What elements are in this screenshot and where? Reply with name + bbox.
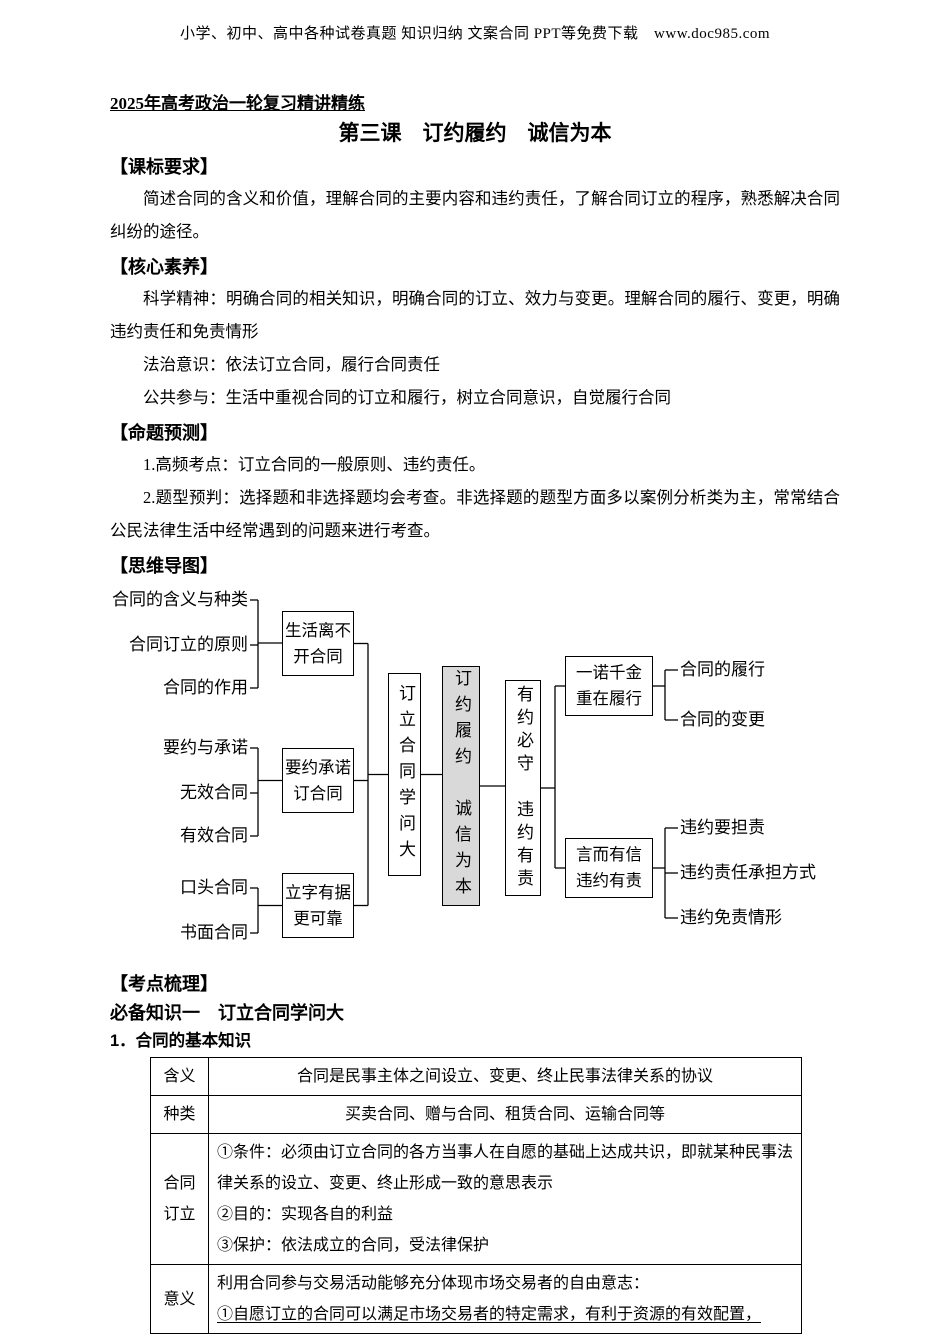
table-cell-label: 含义 [150, 1057, 209, 1096]
mindmap-vbox-lesson-theme: 订约履约 诚信为本 [442, 666, 480, 906]
prediction-para-2: 2.题型预判：选择题和非选择题均会考查。非选择题的题型方面多以案例分析类为主，常… [110, 488, 840, 540]
table-row-meaning: 含义 合同是民事主体之间设立、变更、终止民事法律关系的协议 [150, 1057, 802, 1096]
heading-mindmap: 【思维导图】 [110, 556, 218, 576]
mindmap-bottom-item-2: 违约免责情形 [680, 908, 782, 927]
page-content: 2025年高考政治一轮复习精讲精练 第三课 订约履约 诚信为本 【课标要求】 简… [110, 89, 840, 1334]
mindmap-group1-item-1: 合同订立的原则 [129, 635, 248, 654]
mindmap-group1-item-2: 合同的作用 [163, 678, 248, 697]
significance-line-1: 利用合同参与交易活动能够充分体现市场交易者的自由意志： [217, 1275, 650, 1292]
significance-line-2: ①自愿订立的合同可以满足市场交易者的特定需求，有利于资源的有效配置， [217, 1306, 762, 1323]
mindmap-group3-item-1: 书面合同 [180, 923, 248, 942]
knowledge-table: 含义 合同是民事主体之间设立、变更、终止民事法律关系的协议 种类 买卖合同、赠与… [150, 1057, 802, 1334]
core-literacy-para-2: 法治意识：依法订立合同，履行合同责任 [143, 355, 440, 374]
table-cell-content: 利用合同参与交易活动能够充分体现市场交易者的自由意志： ①自愿订立的合同可以满足… [208, 1264, 802, 1334]
table-cell-label: 合同 订立 [150, 1133, 209, 1265]
core-literacy-para-3: 公共参与：生活中重视合同的订立和履行，树立合同意识，自觉履行合同 [143, 388, 671, 407]
heading-core-literacy: 【核心素养】 [110, 257, 218, 277]
mindmap-box-written-evidence: 立字有据 更可靠 [282, 873, 354, 938]
mindmap-box-breach: 言而有信 违约有责 [565, 838, 653, 898]
table-row-significance: 意义 利用合同参与交易活动能够充分体现市场交易者的自由意志： ①自愿订立的合同可… [150, 1264, 802, 1334]
table-cell-label: 种类 [150, 1095, 209, 1134]
mindmap-box-life-needs-contract: 生活离不 开合同 [282, 611, 354, 676]
mindmap-top-item-1: 合同的变更 [680, 710, 765, 729]
mindmap-bottom-item-0: 违约要担责 [680, 818, 765, 837]
mindmap-group2-item-1: 无效合同 [180, 783, 248, 802]
mindmap-bottom-item-1: 违约责任承担方式 [680, 863, 816, 882]
mindmap-group2-item-0: 要约与承诺 [163, 738, 248, 757]
table-row-types: 种类 买卖合同、赠与合同、租赁合同、运输合同等 [150, 1095, 802, 1134]
mindmap-box-offer-acceptance: 要约承诺 订合同 [282, 748, 354, 813]
curriculum-paragraph: 简述合同的含义和价值，理解合同的主要内容和违约责任，了解合同订立的程序，熟悉解决… [110, 189, 840, 241]
heading-review-points: 【考点梳理】 [110, 974, 218, 994]
heading-curriculum: 【课标要求】 [110, 157, 218, 177]
table-row-formation: 合同 订立 ①条件：必须由订立合同的各方当事人在自愿的基础上达成共识，即就某种民… [150, 1133, 802, 1265]
site-banner: 小学、初中、高中各种试卷真题 知识归纳 文案合同 PPT等免费下载 www.do… [179, 26, 771, 42]
heading-point-1: 1．合同的基本知识 [110, 1032, 252, 1050]
prediction-para-1: 1.高频考点：订立合同的一般原则、违约责任。 [143, 455, 486, 474]
table-cell-label: 意义 [150, 1264, 209, 1334]
heading-essential-knowledge: 必备知识一 订立合同学问大 [110, 1003, 344, 1023]
mindmap-box-performance: 一诺千金 重在履行 [565, 656, 653, 716]
mindmap: 合同的含义与种类 合同订立的原则 合同的作用 生活离不 开合同 要约与承诺 无效… [110, 583, 845, 961]
mindmap-group1-item-0: 合同的含义与种类 [112, 590, 248, 609]
mindmap-connector-lines [250, 599, 678, 934]
mindmap-group3-item-0: 口头合同 [180, 878, 248, 897]
table-cell-content: ①条件：必须由订立合同的各方当事人在自愿的基础上达成共识，即就某种民事法律关系的… [208, 1133, 802, 1265]
core-literacy-para-1: 科学精神：明确合同的相关知识，明确合同的订立、效力与变更。理解合同的履行、变更，… [110, 289, 840, 341]
mindmap-vbox-keep-promise: 有约必守 违约有责 [505, 680, 541, 896]
mindmap-group2-item-2: 有效合同 [180, 826, 248, 845]
heading-prediction: 【命题预测】 [110, 423, 218, 443]
doc-title: 2025年高考政治一轮复习精讲精练 [110, 94, 365, 113]
mindmap-top-item-0: 合同的履行 [680, 660, 765, 679]
lesson-title: 第三课 订约履约 诚信为本 [338, 121, 612, 145]
table-cell-content: 买卖合同、赠与合同、租赁合同、运输合同等 [208, 1095, 802, 1134]
mindmap-vbox-contract-knowledge: 订立合同学问大 [388, 673, 421, 876]
table-cell-content: 合同是民事主体之间设立、变更、终止民事法律关系的协议 [208, 1057, 802, 1096]
